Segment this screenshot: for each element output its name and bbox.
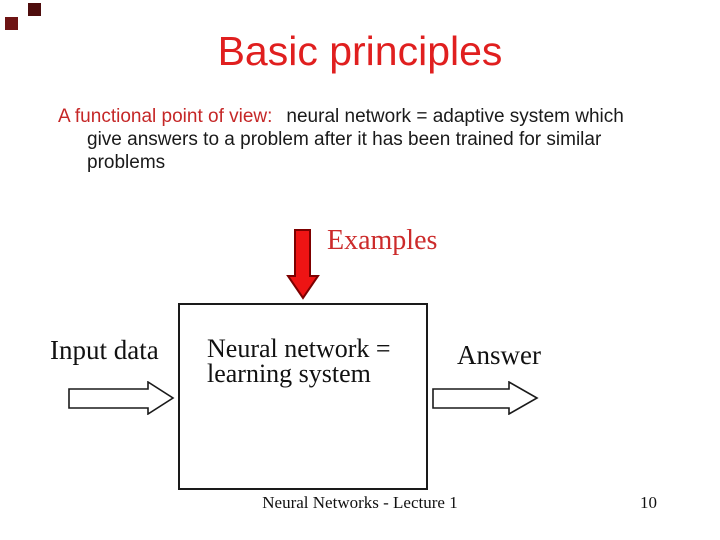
neural-network-box [178, 303, 428, 490]
neural-network-box-label: Neural network = learning system [207, 334, 417, 388]
body-line-3: problems [87, 152, 166, 173]
box-label-line-1: Neural network = [207, 334, 391, 363]
answer-arrow-icon [432, 381, 539, 415]
slide-title: Basic principles [217, 28, 503, 74]
input-arrow-icon [68, 381, 175, 415]
answer-arrow-shape [432, 381, 539, 415]
input-arrow-shape [68, 381, 175, 415]
slide-page-number: 10 [640, 493, 657, 512]
answer-label: Answer [457, 340, 541, 370]
body-line1-rest-text: neural network = adaptive system which [286, 106, 624, 127]
down-arrow-shape [286, 229, 320, 300]
down-arrow-icon [286, 229, 320, 300]
body-lead-red-text: A functional point of view: [58, 106, 273, 127]
corner-decoration-square-top [28, 3, 41, 16]
body-paragraph: A functional point of view: neural networ… [58, 105, 678, 174]
input-data-label: Input data [50, 335, 159, 365]
body-line-2: give answers to a problem after it has b… [87, 129, 602, 150]
body-line-1: A functional point of view: neural networ… [58, 105, 678, 128]
box-label-line-2: learning system [207, 358, 371, 388]
corner-decoration-square-bottom [5, 17, 18, 30]
footer-lecture-title: Neural Networks - Lecture 1 [262, 493, 458, 512]
examples-label: Examples [327, 225, 438, 256]
